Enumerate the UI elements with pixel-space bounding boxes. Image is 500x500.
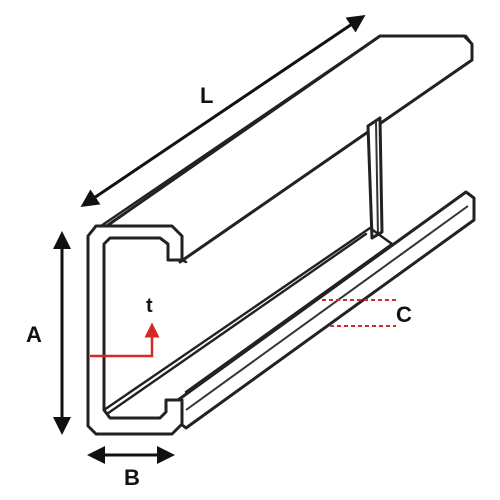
lip-marker: C <box>322 299 412 327</box>
channel-rear-post <box>366 116 384 240</box>
length-arrow <box>80 14 366 208</box>
label-length: L <box>200 83 213 108</box>
channel-inner-floor <box>102 226 394 418</box>
channel-front-profile <box>86 224 184 436</box>
dimension-width: B <box>87 446 175 490</box>
label-thickness: t <box>146 295 153 317</box>
label-lip: C <box>396 302 412 327</box>
thickness-arrow <box>90 322 160 358</box>
thickness-marker: t <box>90 295 160 358</box>
label-width: B <box>124 465 140 490</box>
dimension-length: L <box>80 14 366 208</box>
label-height: A <box>26 322 42 347</box>
dimension-height: A <box>26 231 71 435</box>
